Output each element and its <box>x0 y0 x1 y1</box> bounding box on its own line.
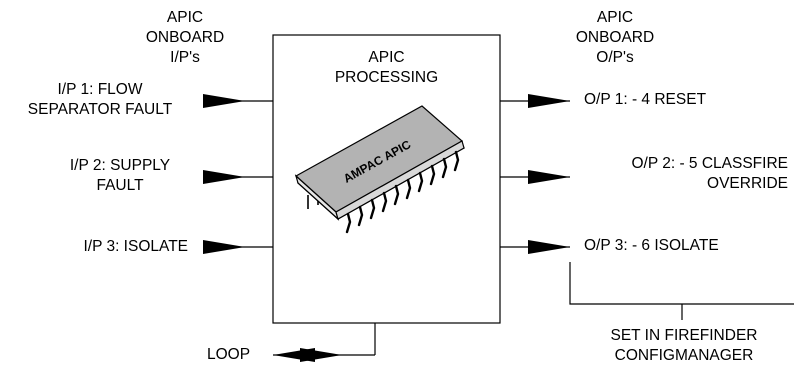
output-label-line: O/P 3: - 6 ISOLATE <box>584 237 719 254</box>
loop-label: LOOP <box>207 345 250 365</box>
output-label-2: O/P 2: - 5 CLASSFIRE OVERRIDE <box>584 154 789 194</box>
input-label-line: I/P 1: FLOW <box>57 81 143 98</box>
outputs-header-line: ONBOARD <box>575 29 655 46</box>
outputs-header-line: APIC <box>596 9 634 26</box>
output-label-line: OVERRIDE <box>707 175 788 192</box>
input-label-line: I/P 3: ISOLATE <box>83 238 188 255</box>
input-label-1: I/P 1: FLOW SEPARATOR FAULT <box>0 80 200 120</box>
inputs-header: APIC ONBOARD I/P's <box>130 8 240 68</box>
output-arrow-3 <box>500 240 570 254</box>
output-label-3: O/P 3: - 6 ISOLATE <box>584 236 719 256</box>
processing-title-line: APIC <box>368 49 405 66</box>
ampac-apic-chip: AMPAC APIC <box>294 105 466 234</box>
loop-label-text: LOOP <box>207 346 251 363</box>
input-arrow-3 <box>203 240 273 254</box>
input-label-line: FAULT <box>96 177 144 194</box>
config-note-line: CONFIGMANAGER <box>614 347 754 364</box>
input-label-3: I/P 3: ISOLATE <box>0 237 188 257</box>
output-label-line: O/P 1: - 4 RESET <box>584 91 707 108</box>
inputs-header-line: ONBOARD <box>145 29 225 46</box>
input-arrow-1 <box>203 94 273 108</box>
input-arrow-2 <box>203 170 273 184</box>
output-label-1: O/P 1: - 4 RESET <box>584 90 706 110</box>
input-label-line: SEPARATOR FAULT <box>27 101 173 118</box>
loop-arrow <box>273 323 376 362</box>
config-note: SET IN FIREFINDER CONFIGMANAGER <box>582 326 786 366</box>
output-arrow-2 <box>500 170 570 184</box>
inputs-header-line: I/P's <box>170 49 200 66</box>
processing-title-line: PROCESSING <box>334 69 439 86</box>
output-arrow-1 <box>500 94 570 108</box>
input-label-2: I/P 2: SUPPLY FAULT <box>40 156 200 196</box>
config-note-line: SET IN FIREFINDER <box>610 327 758 344</box>
input-label-line: I/P 2: SUPPLY <box>69 157 171 174</box>
config-bracket <box>569 262 794 305</box>
inputs-header-line: APIC <box>166 9 204 26</box>
output-label-line: O/P 2: - 5 CLASSFIRE <box>631 155 789 172</box>
processing-title: APIC PROCESSING <box>300 48 473 88</box>
outputs-header-line: O/P's <box>596 49 634 66</box>
outputs-header: APIC ONBOARD O/P's <box>560 8 670 68</box>
